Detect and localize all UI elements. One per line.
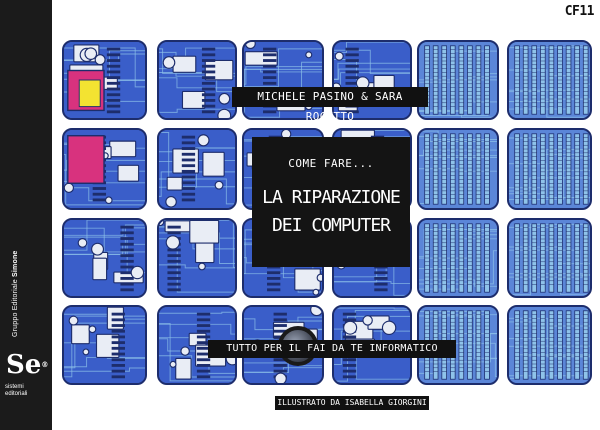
logo-text: Se (6, 350, 42, 380)
publisher-name: Simone (12, 250, 19, 277)
authors-label: MICHELE PASINO & SARA ROCUTTO (232, 87, 428, 123)
title-line-1: LA RIPARAZIONE (262, 187, 401, 208)
logo-caption-line1: sistemi (5, 384, 24, 390)
publisher-logo: Se® (6, 352, 48, 378)
circuit-tile (62, 128, 147, 210)
circuit-tile (157, 218, 237, 298)
logo-caption: sistemi editoriali (5, 384, 27, 398)
circuit-tile (157, 128, 237, 210)
tagline-label: TUTTO PER IL FAI DA TE INFORMATICO (208, 340, 456, 358)
registered-mark: ® (41, 360, 49, 369)
cover-spine: Gruppo Editoriale Simone Se® sistemi edi… (0, 0, 52, 430)
series-code: CF11 (564, 4, 595, 19)
circuit-tile (507, 128, 592, 210)
circuit-tile (62, 305, 147, 385)
circuit-tile (507, 305, 592, 385)
illustrator-label: ILLUSTRATO DA ISABELLA GIORGINI (275, 396, 429, 410)
circuit-tile (417, 218, 499, 298)
circuit-tile (62, 40, 147, 120)
circuit-tile (62, 218, 147, 298)
publisher-prefix: Gruppo Editoriale (12, 276, 19, 337)
circuit-tile (417, 128, 499, 210)
circuit-tile (507, 218, 592, 298)
circuit-tile (157, 40, 237, 120)
title-panel: COME FARE... LA RIPARAZIONE DEI COMPUTER (252, 137, 410, 267)
title-kicker: COME FARE... (288, 157, 374, 170)
logo-caption-line2: editoriali (5, 391, 28, 397)
circuit-tile (507, 40, 592, 120)
circuit-tile (417, 40, 499, 120)
title-line-2: DEI COMPUTER (271, 215, 391, 236)
